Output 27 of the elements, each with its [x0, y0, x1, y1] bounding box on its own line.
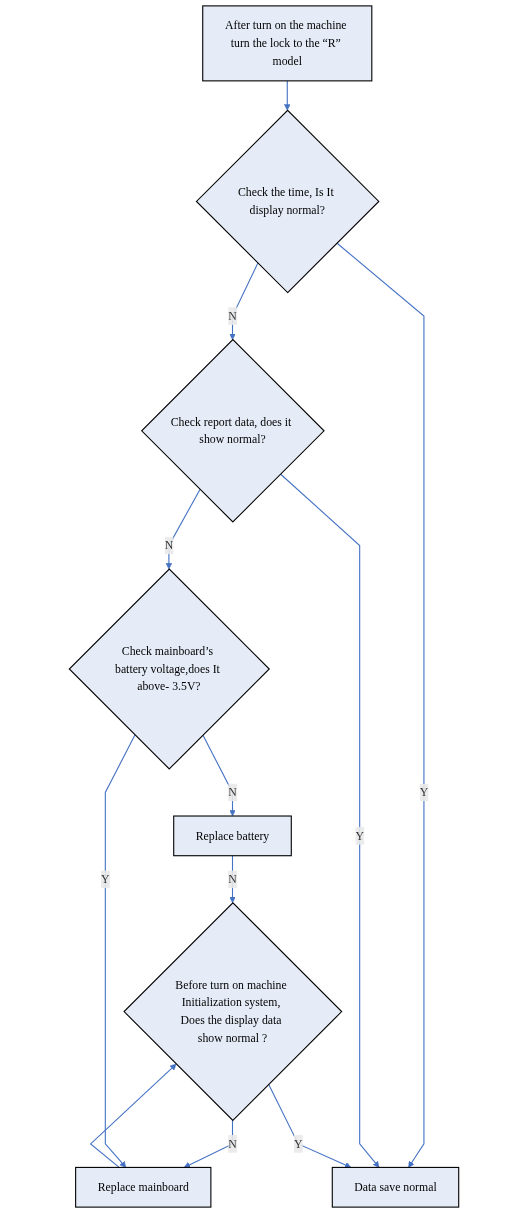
- edge-label: Y: [293, 1137, 303, 1150]
- node-box: Replace battery: [173, 815, 292, 857]
- arrow: [202, 734, 236, 817]
- arrow: [104, 734, 136, 1168]
- arrow: [89, 1063, 177, 1168]
- edge-label: Y: [419, 785, 429, 799]
- node-box: After turn on the machine turn the lock to the “R” model: [202, 5, 373, 82]
- edge-label: N: [228, 785, 237, 799]
- arrow: [279, 473, 380, 1168]
- node-box: Data save normal: [331, 1166, 460, 1208]
- edge-label: Y: [101, 872, 110, 886]
- arrow: [268, 1083, 352, 1168]
- arrow: [336, 242, 425, 1168]
- node-diamond: Check report data, does it show normal?: [140, 338, 325, 523]
- arrow: [165, 488, 201, 570]
- edge-label: N: [228, 1137, 237, 1150]
- edge-label: N: [228, 872, 237, 886]
- node-diamond: Check mainboard’s battery voltage,does It above- 3.5V?: [68, 568, 271, 770]
- arrow: [229, 262, 259, 340]
- node-box: Replace mainboard: [75, 1166, 212, 1208]
- edge-label: Y: [355, 829, 364, 842]
- edge-label: N: [228, 309, 237, 322]
- node-diamond: Before turn on machine Initialization system, Does the display data show normal ?: [123, 902, 343, 1122]
- edge-label: N: [164, 538, 174, 552]
- node-diamond: Check the time, Is It display normal?: [195, 109, 380, 294]
- arrow: [183, 1119, 234, 1168]
- arrow: [284, 80, 291, 111]
